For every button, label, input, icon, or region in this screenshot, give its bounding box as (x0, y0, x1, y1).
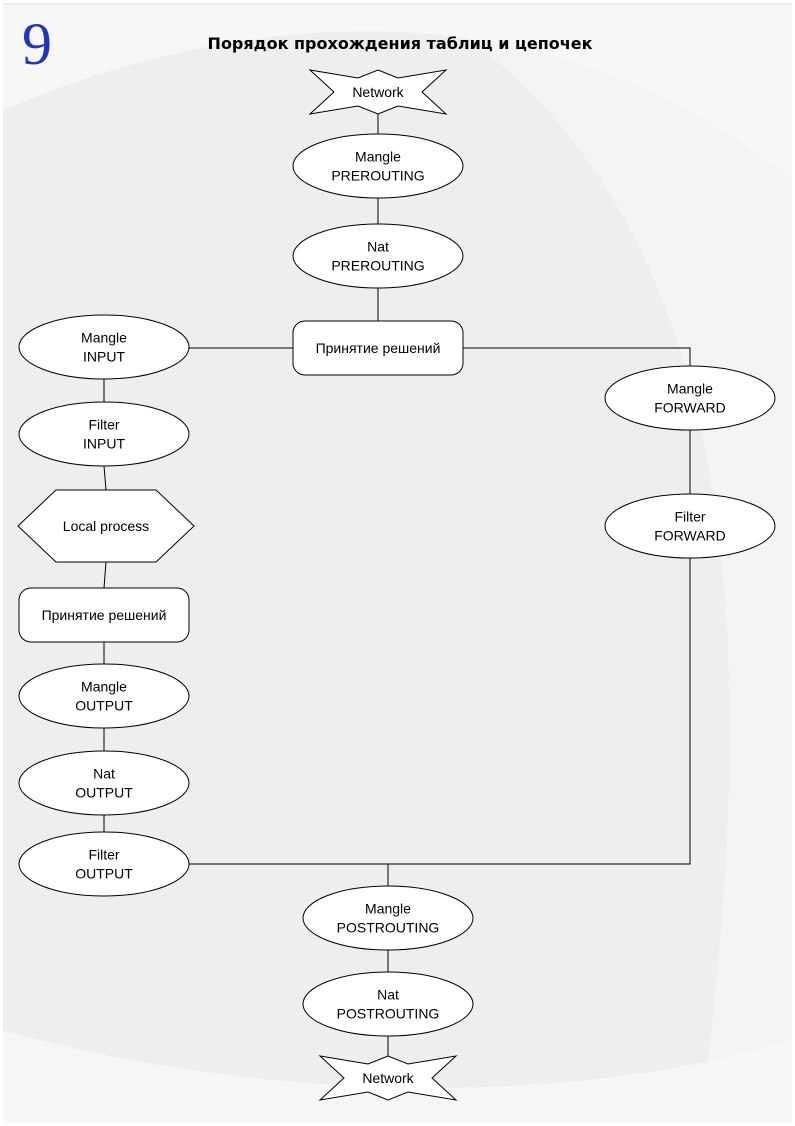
node-shape-hexagon (17, 489, 195, 563)
node-shape-ellipse (292, 223, 464, 289)
node-label: Filter (88, 847, 119, 863)
node-label: Nat (93, 766, 115, 782)
node-shape-ellipse (18, 750, 190, 816)
node-label: Local process (63, 518, 149, 534)
node-label: INPUT (83, 436, 125, 452)
node-shape-ellipse (18, 831, 190, 897)
node-label: POSTROUTING (337, 920, 440, 936)
node-label: OUTPUT (75, 698, 133, 714)
background-swirl-right (420, 5, 792, 1123)
node-label: Nat (377, 987, 399, 1003)
connector-routing-decision-1-to-mangle-forward (463, 347, 691, 366)
node-shape-network-star (308, 69, 448, 115)
node-label: Mangle (365, 901, 411, 917)
node-label: FORWARD (654, 528, 726, 544)
node-label: Mangle (355, 149, 401, 165)
connector-filter-input-to-local-process (103, 465, 107, 491)
node-shape-ellipse (18, 663, 190, 729)
node-label: Mangle (667, 381, 713, 397)
node-label: INPUT (83, 349, 125, 365)
node-label: Network (352, 84, 404, 100)
node-label: PREROUTING (331, 168, 424, 184)
node-label: Mangle (81, 330, 127, 346)
node-label: Nat (367, 239, 389, 255)
node-label: Принятие решений (42, 607, 167, 623)
page-number: 9 (22, 11, 52, 77)
node-routing-decision-1: Принятие решений (292, 320, 464, 376)
node-shape-rounded-rect (18, 587, 190, 643)
node-network-out: Network (318, 1055, 458, 1101)
node-shape-ellipse (302, 971, 474, 1037)
node-label: POSTROUTING (337, 1006, 440, 1022)
background-swirl-bottom (3, 1030, 792, 1123)
node-routing-decision-2: Принятие решений (18, 587, 190, 643)
node-shape-ellipse (302, 885, 474, 951)
node-shape-network-star (318, 1055, 458, 1101)
edges-layer (103, 114, 691, 1056)
node-label: Filter (88, 417, 119, 433)
node-shape-ellipse (604, 365, 776, 431)
page-title: Порядок прохождения таблиц и цепочек (207, 34, 593, 53)
node-label: FORWARD (654, 400, 726, 416)
node-shape-ellipse (18, 401, 190, 467)
node-network-in: Network (308, 69, 448, 115)
node-label: Принятие решений (316, 340, 441, 356)
node-shape-rounded-rect (292, 320, 464, 376)
nodes-layer: NetworkManglePREROUTINGNatPREROUTINGПрин… (17, 69, 776, 1101)
node-label: PREROUTING (331, 258, 424, 274)
node-label: OUTPUT (75, 866, 133, 882)
node-label: OUTPUT (75, 785, 133, 801)
connector-local-process-to-routing-decision-2 (103, 561, 107, 589)
connector-filter-forward-to-mangle-postrouting (387, 558, 691, 886)
node-shape-ellipse (18, 314, 190, 380)
node-shape-ellipse (604, 493, 776, 559)
node-local-process: Local process (17, 489, 195, 563)
node-label: Filter (674, 509, 705, 525)
node-label: Mangle (81, 679, 127, 695)
node-shape-ellipse (292, 133, 464, 199)
node-label: Network (362, 1070, 414, 1086)
